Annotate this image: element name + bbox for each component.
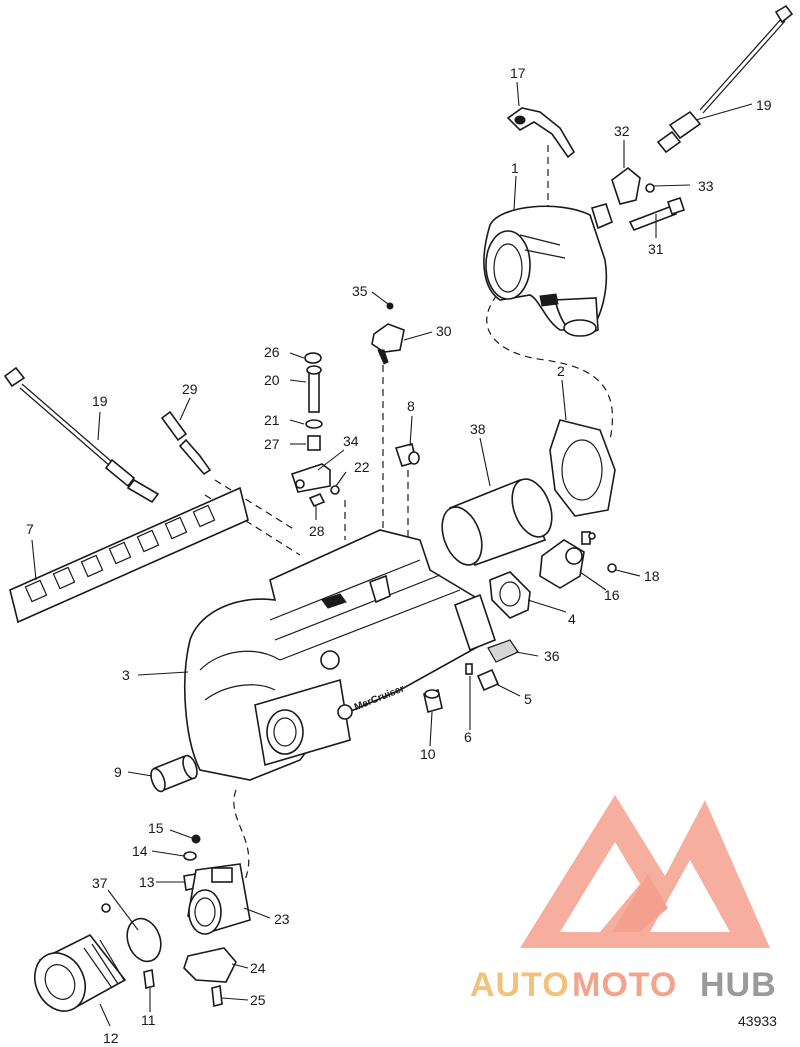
callout-18: 18 — [644, 568, 660, 584]
part-31-bolt — [628, 196, 686, 232]
callout-9: 9 — [114, 764, 122, 780]
callout-7: 7 — [26, 521, 34, 537]
callout-30: 30 — [436, 323, 452, 339]
callout-3: 3 — [122, 667, 130, 683]
callout-20: 20 — [264, 372, 280, 388]
part-19-oxygen-sensor-upper — [656, 4, 794, 154]
watermark-hub: HUB — [700, 966, 777, 1004]
callout-28: 28 — [309, 523, 325, 539]
part-38-sleeve — [441, 478, 553, 567]
part-8-fitting — [394, 443, 420, 467]
callout-12: 12 — [103, 1030, 119, 1046]
part-37-plate — [101, 903, 162, 963]
part-7-gasket — [9, 486, 249, 624]
callout-25: 25 — [250, 992, 266, 1008]
callout-17: 17 — [510, 65, 526, 81]
part-17-bracket — [506, 107, 576, 159]
part-23-throttle-body — [187, 863, 251, 935]
part-5-fitting — [476, 668, 500, 692]
callout-29: 29 — [182, 381, 198, 397]
part-4-gasket — [489, 571, 531, 619]
part-26-nut — [304, 352, 322, 364]
callout-8: 8 — [407, 398, 415, 414]
part-19-oxygen-sensor-left — [3, 366, 160, 504]
part-28-nut — [308, 492, 326, 508]
callout-37: 37 — [92, 875, 108, 891]
callout-4: 4 — [568, 611, 576, 627]
watermark-wordmark: AUTO MOTO HUB — [470, 966, 777, 1004]
watermark-moto: MOTO — [572, 966, 677, 1004]
callout-34: 34 — [343, 433, 359, 449]
part-18-screw — [588, 532, 617, 573]
callout-13: 13 — [139, 874, 155, 890]
callout-6: 6 — [464, 729, 472, 745]
part-30-sensor — [371, 323, 405, 365]
part-14-washer — [183, 851, 197, 861]
callout-24: 24 — [250, 960, 266, 976]
callout-38: 38 — [470, 421, 486, 437]
callout-21: 21 — [264, 412, 280, 428]
callout-19-upper: 19 — [756, 97, 772, 113]
part-35-screw — [386, 302, 394, 310]
part-20-stud — [306, 365, 322, 413]
watermark-auto: AUTO — [470, 966, 570, 1004]
part-27-spacer — [307, 435, 321, 451]
part-25-screw — [211, 985, 223, 1007]
callout-36: 36 — [544, 648, 560, 664]
callout-31: 31 — [648, 241, 664, 257]
callout-32: 32 — [614, 123, 630, 139]
callout-27: 27 — [264, 436, 280, 452]
callout-22: 22 — [354, 459, 370, 475]
callout-11: 11 — [141, 1012, 156, 1028]
part-16-valve — [539, 531, 591, 589]
part-21-washer — [305, 419, 323, 429]
callout-15: 15 — [148, 820, 164, 836]
part-9-fitting — [150, 754, 198, 793]
watermark-logo — [520, 795, 770, 948]
part-33-screw — [645, 183, 691, 193]
callout-2: 2 — [557, 363, 565, 379]
callout-16: 16 — [604, 587, 620, 603]
callout-26: 26 — [264, 344, 280, 360]
callout-35: 35 — [352, 283, 368, 299]
callout-10: 10 — [420, 746, 436, 762]
part-32-clamp — [611, 166, 641, 205]
callout-5: 5 — [524, 691, 532, 707]
callout-23: 23 — [274, 911, 290, 927]
part-36-block — [487, 639, 519, 663]
callout-14: 14 — [132, 843, 148, 859]
part-22-screw — [330, 485, 340, 495]
part-6-plug — [465, 663, 473, 675]
part-10-cap — [423, 688, 443, 714]
part-2-gasket — [549, 419, 616, 517]
part-29-sensor — [160, 410, 212, 476]
callout-1: 1 — [511, 160, 519, 176]
part-24-sensor — [183, 947, 237, 983]
part-12-flame-arrestor — [34, 933, 127, 1012]
part-3-manifold: MerCruiser — [184, 529, 496, 781]
callout-labels: 1 2 3 4 5 6 7 8 9 10 11 12 13 14 15 16 1… — [26, 65, 772, 1046]
part-15-nut — [191, 834, 201, 844]
part-34-bracket — [290, 463, 331, 493]
callout-19-left: 19 — [92, 393, 108, 409]
figure-number: 43933 — [738, 1013, 777, 1029]
callout-33: 33 — [698, 178, 714, 194]
part-1-elbow — [483, 203, 613, 337]
leader-lines — [31, 81, 753, 1027]
part-11-screw — [143, 969, 155, 989]
